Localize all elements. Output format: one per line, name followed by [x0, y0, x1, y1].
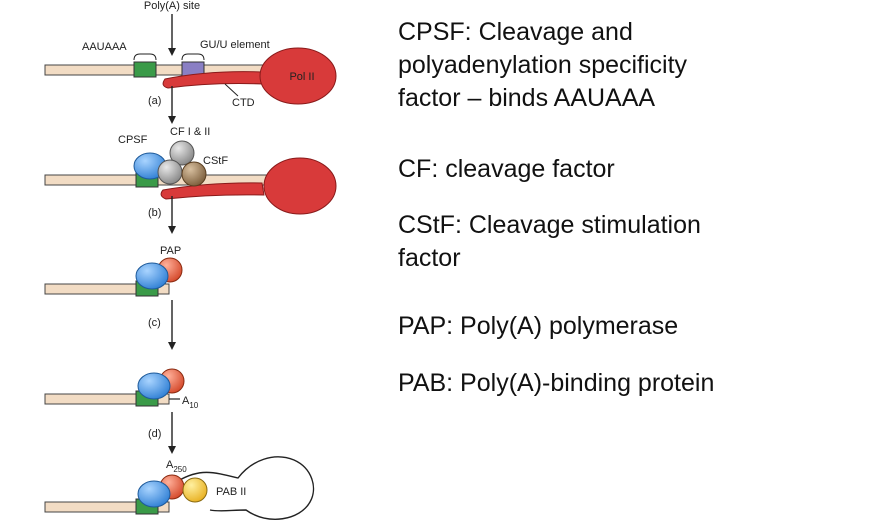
pab2-label: PAB II: [216, 486, 246, 498]
step-d-label: (d): [148, 428, 161, 440]
glossary-pab: PAB: Poly(A)-binding protein: [398, 369, 715, 397]
stage-short-tail: A10 (d): [44, 368, 199, 454]
stage-factor-assembly: CPSF CF I & II CStF (b): [44, 126, 337, 234]
rna-strand: [44, 501, 170, 513]
pol2-polymerase: [263, 157, 337, 215]
a10-label: A10: [182, 395, 199, 410]
a250-base: A: [166, 459, 174, 471]
pol2-ctd-tail: [162, 71, 265, 89]
polya-site-label: Poly(A) site: [144, 0, 200, 12]
stage-cleavage: PAP (c): [44, 245, 183, 350]
glossary-pap: PAP: Poly(A) polymerase: [398, 312, 679, 340]
a250-subscript: 250: [173, 465, 187, 474]
cpsf-factor: [137, 480, 171, 508]
polyadenylation-diagram: Poly(A) site AAUAAA GU/U element Pol II …: [44, 0, 337, 520]
glossary-cf: CF: cleavage factor: [398, 155, 615, 183]
step-a-label: (a): [148, 95, 161, 107]
cpsf-label: CPSF: [118, 134, 148, 146]
cf-factor: [169, 140, 195, 166]
a250-label: A250: [166, 459, 187, 474]
stage-transcription: Poly(A) site AAUAAA GU/U element Pol II …: [44, 0, 337, 124]
glossary: CPSF: Cleavage and polyadenylation speci…: [398, 16, 878, 400]
cf-factor: [157, 159, 183, 185]
ctd-leader: [224, 83, 239, 97]
pol2-label: Pol II: [289, 71, 314, 83]
pab2-factor: [182, 477, 208, 503]
step-d-arrowhead: [168, 446, 176, 454]
cpsf-factor: [137, 372, 171, 400]
ctd-label: CTD: [232, 97, 255, 109]
pol2-polymerase: [259, 47, 337, 105]
long-polya-loop: [177, 456, 315, 520]
cpsf-factor: [135, 262, 169, 290]
cstf-label: CStF: [203, 155, 228, 167]
cstf-factor: [181, 161, 207, 187]
polya-site-arrowhead: [168, 48, 176, 56]
glossary-cstf: CStF: Cleavage stimulation factor: [398, 211, 701, 272]
gu-bracket: [181, 53, 205, 61]
step-a-arrowhead: [168, 116, 176, 124]
aauaaa-element: [133, 61, 157, 78]
gu-element-label: GU/U element: [200, 39, 270, 51]
rna-strand: [44, 283, 170, 295]
aauaaa-label: AAUAAA: [82, 41, 127, 53]
cf-label: CF I & II: [170, 126, 210, 138]
step-b-arrowhead: [168, 226, 176, 234]
a10-base: A: [182, 395, 190, 407]
a10-subscript: 10: [189, 401, 198, 410]
pol2-ctd-tail: [160, 182, 265, 200]
step-c-label: (c): [148, 317, 161, 329]
step-c-arrowhead: [168, 342, 176, 350]
stage-long-tail: A250 PAB II: [44, 456, 315, 520]
aauaaa-bracket: [133, 53, 157, 61]
step-b-label: (b): [148, 207, 161, 219]
glossary-cpsf: CPSF: Cleavage and polyadenylation speci…: [398, 18, 688, 112]
pap-label: PAP: [160, 245, 181, 257]
